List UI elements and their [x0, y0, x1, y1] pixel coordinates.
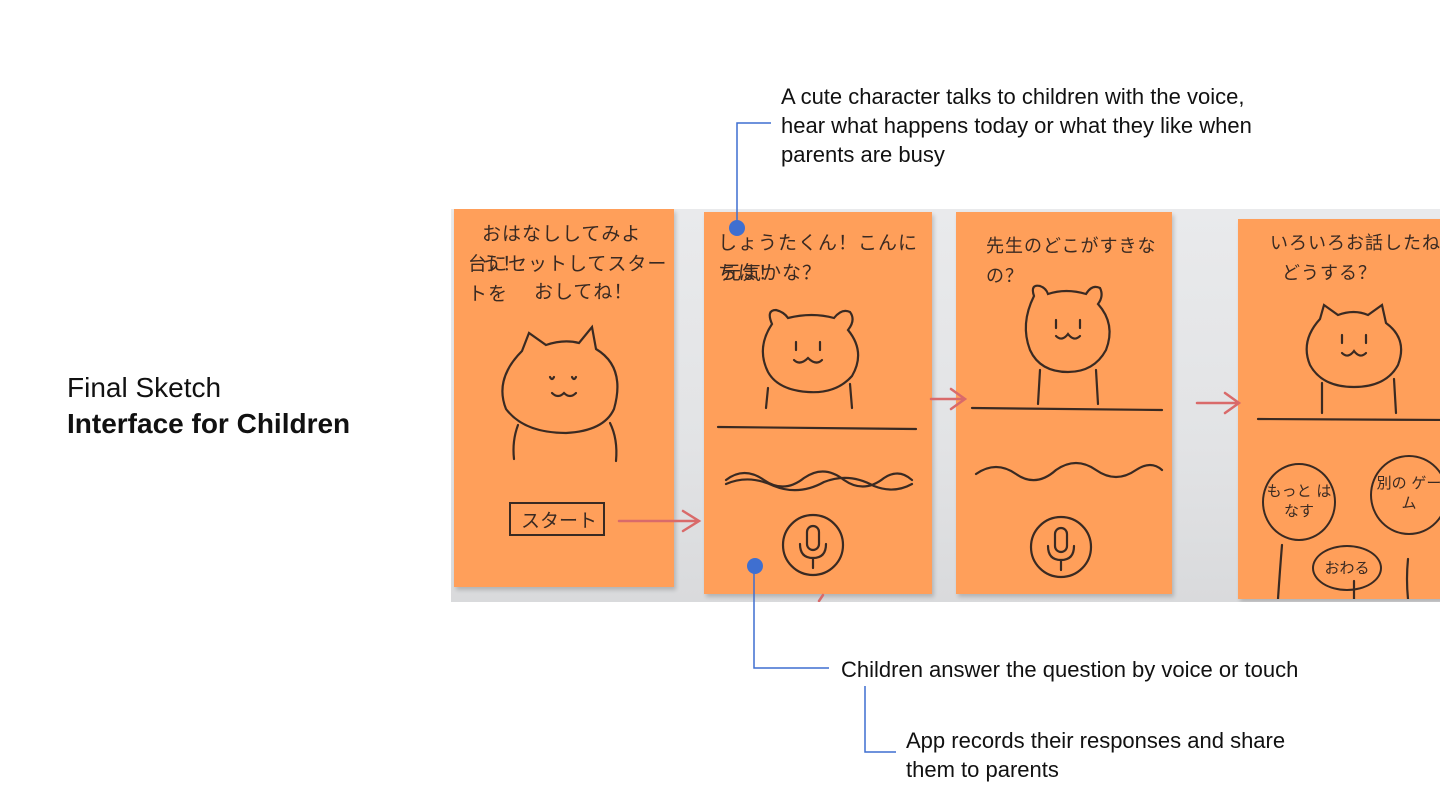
- note-4-line-2: どうする？: [1282, 263, 1377, 284]
- leader-records: [864, 686, 896, 753]
- other-game-button[interactable]: 別の ゲーム: [1370, 455, 1440, 535]
- sketch-note-question: 先生のどこがすきなの？: [956, 212, 1172, 594]
- talk-more-button[interactable]: もっと はなす: [1262, 463, 1336, 541]
- cat-character-icon: [501, 324, 619, 463]
- sketch-photo: おはなししてみよう！ 台にセットしてスタートを おしてね！ スタート しょうたく…: [451, 209, 1440, 602]
- note-1-line-2: 台にセットしてスタートを: [468, 253, 668, 305]
- title-line-2: Interface for Children: [67, 408, 351, 439]
- slide-title: Final Sketch Interface for Children: [67, 370, 350, 442]
- annotation-character: A cute character talks to children with …: [781, 82, 1252, 169]
- note-2-line-2: 元気かな？: [722, 262, 823, 284]
- bear-character-icon: [716, 308, 918, 577]
- note-4-line-1: いろいろお話したね: [1270, 233, 1440, 254]
- finish-label: おわる: [1324, 559, 1370, 577]
- other-game-label: 別の ゲーム: [1376, 474, 1440, 512]
- start-button-label: スタート: [521, 510, 598, 532]
- note-3-line-1: 先生のどこがすきなの？: [986, 236, 1157, 287]
- note-2-line-1: しょうたくん！こんにちは！: [718, 232, 919, 284]
- finish-button[interactable]: おわる: [1312, 545, 1382, 591]
- bear-character-icon-2: [970, 284, 1164, 579]
- arrow-1-icon: [617, 509, 702, 533]
- annotation-character-line-1: A cute character talks to children with …: [781, 84, 1245, 109]
- sketch-note-start: おはなししてみよう！ 台にセットしてスタートを おしてね！ スタート: [454, 209, 674, 587]
- note-1-line-3: おしてね！: [534, 281, 634, 303]
- microphone-icon: [1029, 515, 1093, 579]
- arrow-2-icon: [929, 387, 968, 411]
- flow-arrows: [617, 387, 1242, 602]
- start-button[interactable]: スタート: [509, 502, 605, 536]
- annotation-answer: Children answer the question by voice or…: [841, 657, 1299, 682]
- annotation-character-line-3: parents are busy: [781, 142, 945, 167]
- annotation-records-line-2: them to parents: [906, 757, 1059, 782]
- arrow-4-icon: [817, 593, 825, 602]
- sketch-note-options: いろいろお話したね どうする？ もっと はなす 別の ゲーム おわる: [1238, 219, 1440, 599]
- sketch-note-greeting: しょうたくん！こんにちは！ 元気かな？: [704, 212, 932, 594]
- talk-more-label: もっと はなす: [1266, 482, 1332, 520]
- arrow-3-icon: [1195, 391, 1242, 415]
- annotation-records: App records their responses and share th…: [906, 726, 1285, 784]
- note-1-line-1: おはなししてみよう！: [482, 223, 642, 275]
- annotation-records-line-1: App records their responses and share: [906, 728, 1286, 753]
- title-line-1: Final Sketch: [67, 372, 222, 403]
- annotation-character-line-2: hear what happens today or what they lik…: [781, 113, 1252, 138]
